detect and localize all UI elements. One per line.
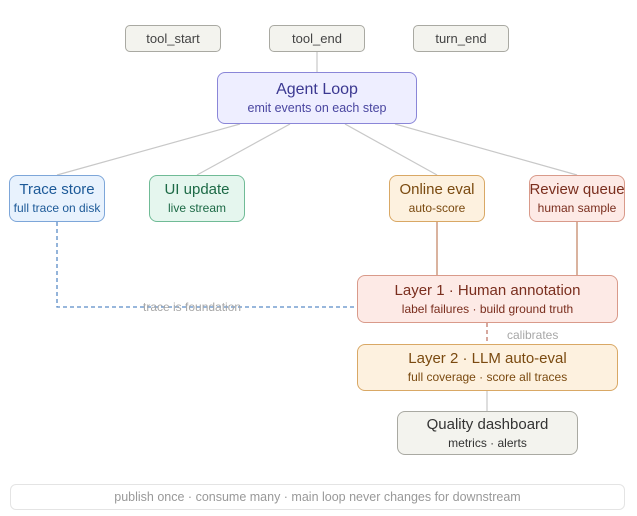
layer2-subtitle: full coverage · score all traces xyxy=(407,370,568,384)
event-turn-end-label: turn_end xyxy=(435,30,487,46)
ui-update-title: UI update xyxy=(164,181,230,198)
edge-agent-to-trace-store xyxy=(56,123,241,176)
edge-agent-to-review-queue xyxy=(394,123,578,176)
online-eval-node: Online eval auto-score xyxy=(389,175,485,222)
layer2-title: Layer 2 · LLM auto-eval xyxy=(408,350,567,367)
quality-dashboard-node: Quality dashboard metrics · alerts xyxy=(397,411,578,455)
footer-note-text: publish once · consume many · main loop … xyxy=(114,490,521,504)
review-queue-node: Review queue human sample xyxy=(529,175,625,222)
edge-agent-to-online-eval xyxy=(344,123,438,176)
review-queue-subtitle: human sample xyxy=(537,201,617,215)
trace-store-node: Trace store full trace on disk xyxy=(9,175,105,222)
edge-trace-store-to-layer1-dashed xyxy=(56,222,357,308)
quality-dashboard-subtitle: metrics · alerts xyxy=(448,435,527,450)
quality-dashboard-title: Quality dashboard xyxy=(426,415,549,433)
layer2-llm-auto-eval-node: Layer 2 · LLM auto-eval full coverage · … xyxy=(357,344,618,391)
footer-note: publish once · consume many · main loop … xyxy=(10,484,625,510)
event-turn-end: turn_end xyxy=(413,25,509,52)
ui-update-node: UI update live stream xyxy=(149,175,245,222)
edge-agent-to-ui-update xyxy=(196,123,291,176)
event-tool-start: tool_start xyxy=(125,25,221,52)
event-tool-end: tool_end xyxy=(269,25,365,52)
agent-loop-node: Agent Loop emit events on each step xyxy=(217,72,417,124)
agent-loop-title: Agent Loop xyxy=(276,80,358,98)
trace-store-title: Trace store xyxy=(19,181,95,198)
ui-update-subtitle: live stream xyxy=(167,201,226,215)
edge-label-calibrates: calibrates xyxy=(507,328,559,342)
layer1-subtitle: label failures · build ground truth xyxy=(401,301,574,316)
layer1-title: Layer 1 · Human annotation xyxy=(394,281,581,299)
trace-store-subtitle: full trace on disk xyxy=(13,201,101,215)
event-tool-start-label: tool_start xyxy=(146,30,200,46)
edge-label-trace-is-foundation: trace is foundation xyxy=(143,300,242,314)
agent-loop-subtitle: emit events on each step xyxy=(247,100,387,115)
online-eval-subtitle: auto-score xyxy=(408,201,466,215)
event-tool-end-label: tool_end xyxy=(292,30,342,46)
online-eval-title: Online eval xyxy=(399,181,475,198)
review-queue-title: Review queue xyxy=(529,181,625,198)
layer1-human-annotation-node: Layer 1 · Human annotation label failure… xyxy=(357,275,618,323)
